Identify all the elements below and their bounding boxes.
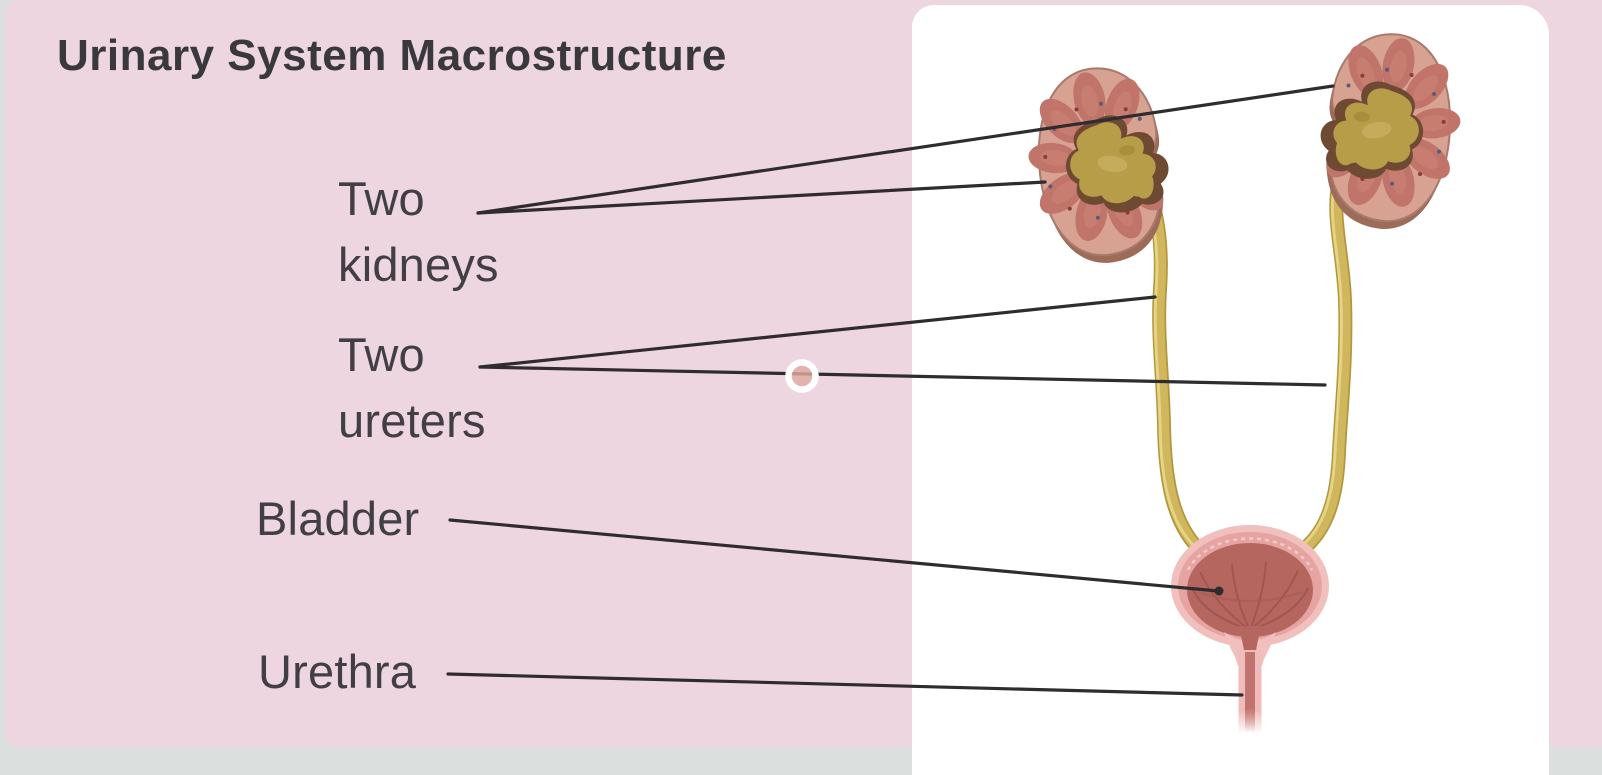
urinary-system-diagram xyxy=(446,27,1472,734)
leader-urethra xyxy=(446,672,1244,697)
urethra-illustration xyxy=(1238,650,1262,734)
cursor-click-indicator xyxy=(785,359,819,393)
label-two-kidneys: Two kidneys xyxy=(338,172,499,291)
label-two-ureters: Two ureters xyxy=(338,328,486,447)
label-bladder: Bladder xyxy=(256,492,420,545)
leader-bladder xyxy=(448,518,1220,593)
right-ureter xyxy=(1290,175,1353,561)
bladder-illustration xyxy=(1171,525,1329,666)
page-title: Urinary System Macrostructure xyxy=(57,31,727,80)
leader-bladder-dot xyxy=(1214,586,1224,596)
leader-kidneys-right xyxy=(476,84,1335,215)
label-urethra: Urethra xyxy=(258,645,417,698)
slide-canvas: Urinary System Macrostructure Two kidney… xyxy=(5,0,1602,775)
left-ureter xyxy=(1139,175,1210,560)
leader-ureters-left xyxy=(478,295,1157,369)
leader-lines xyxy=(446,84,1335,697)
leader-kidneys-left xyxy=(476,180,1047,215)
leader-ureters-right xyxy=(478,365,1327,387)
